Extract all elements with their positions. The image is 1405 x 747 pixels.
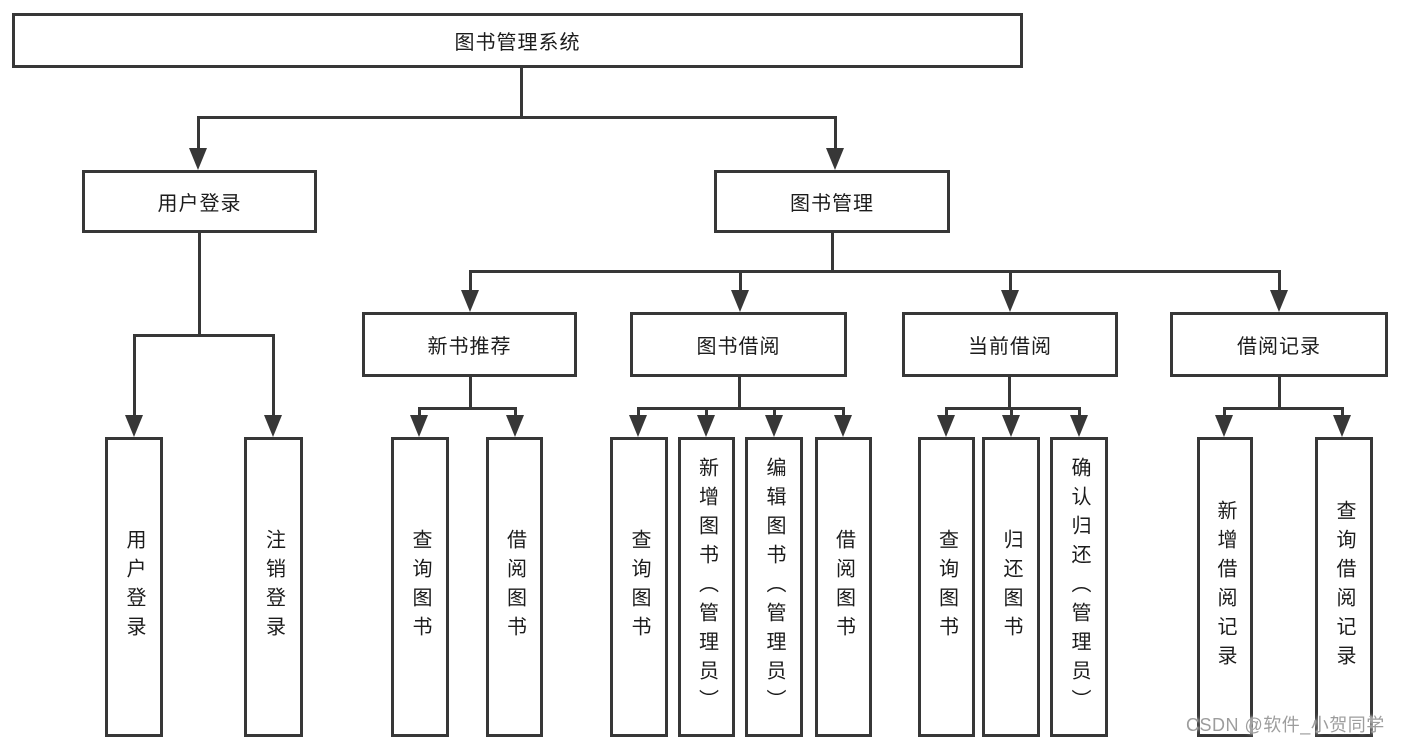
leaf-return-books: 归还图书 xyxy=(982,437,1040,737)
leaf-label: 新增图书（管理员） xyxy=(695,456,718,718)
connector-line xyxy=(1278,377,1281,409)
leaf-label: 确认归还（管理员） xyxy=(1068,456,1090,718)
node-new-book-recommend: 新书推荐 xyxy=(362,312,577,377)
connector-line xyxy=(469,270,1281,273)
node-label: 图书借阅 xyxy=(696,336,781,358)
connector-line xyxy=(133,334,136,419)
arrowhead-down-icon xyxy=(461,290,479,312)
leaf-edit-books-admin: 编辑图书（管理员） xyxy=(745,437,803,737)
node-root-system: 图书管理系统 xyxy=(12,13,1023,68)
connector-line xyxy=(133,334,275,337)
leaf-add-borrow-record: 新增借阅记录 xyxy=(1197,437,1253,737)
connector-line xyxy=(1009,270,1012,294)
connector-line xyxy=(520,68,523,117)
arrowhead-down-icon xyxy=(1333,415,1351,437)
leaf-label: 查询图书 xyxy=(935,529,958,645)
connector-line xyxy=(1008,377,1011,409)
csdn-watermark: CSDN @软件_小贺同学 xyxy=(1186,715,1385,735)
leaf-label: 查询图书 xyxy=(409,529,431,645)
connector-line xyxy=(418,407,517,410)
connector-line xyxy=(1223,407,1344,410)
node-label: 图书管理 xyxy=(790,193,874,215)
leaf-label: 借阅图书 xyxy=(503,529,526,645)
connector-line xyxy=(773,407,776,419)
connector-line xyxy=(834,116,837,150)
leaf-label: 新增借阅记录 xyxy=(1214,500,1236,674)
arrowhead-down-icon xyxy=(1002,415,1020,437)
connector-line xyxy=(198,233,201,336)
connector-line xyxy=(514,407,517,419)
arrowhead-down-icon xyxy=(834,415,852,437)
node-borrowing-records: 借阅记录 xyxy=(1170,312,1388,377)
connector-line xyxy=(1078,407,1081,419)
leaf-borrow-books: 借阅图书 xyxy=(815,437,872,737)
leaf-label: 归还图书 xyxy=(1000,529,1022,645)
arrowhead-down-icon xyxy=(125,415,143,437)
leaf-label: 注销登录 xyxy=(262,529,285,645)
connector-line xyxy=(197,116,200,150)
connector-line xyxy=(469,377,472,409)
node-label: 当前借阅 xyxy=(968,336,1052,358)
connector-line xyxy=(705,407,708,419)
leaf-query-books-recommend: 查询图书 xyxy=(391,437,449,737)
connector-line xyxy=(842,407,845,419)
connector-line xyxy=(469,270,472,294)
leaf-query-books-borrowing: 查询图书 xyxy=(610,437,668,737)
connector-line xyxy=(1010,407,1013,419)
node-user-login: 用户登录 xyxy=(82,170,317,233)
connector-line xyxy=(197,116,836,119)
leaf-label: 查询借阅记录 xyxy=(1333,500,1355,674)
leaf-logout: 注销登录 xyxy=(244,437,303,737)
arrowhead-down-icon xyxy=(697,415,715,437)
arrowhead-down-icon xyxy=(937,415,955,437)
connector-line xyxy=(831,233,834,272)
leaf-confirm-return-admin: 确认归还（管理员） xyxy=(1050,437,1108,737)
connector-line xyxy=(637,407,640,419)
connector-line xyxy=(272,334,275,419)
arrowhead-down-icon xyxy=(1215,415,1233,437)
node-book-management: 图书管理 xyxy=(714,170,950,233)
connector-line xyxy=(945,407,948,419)
connector-line xyxy=(418,407,421,419)
arrowhead-down-icon xyxy=(731,290,749,312)
arrowhead-down-icon xyxy=(826,148,844,170)
leaf-query-borrow-record: 查询借阅记录 xyxy=(1315,437,1373,737)
leaf-label: 用户登录 xyxy=(123,529,145,645)
node-label: 借阅记录 xyxy=(1237,336,1321,358)
leaf-query-books-current: 查询图书 xyxy=(918,437,975,737)
leaf-add-books-admin: 新增图书（管理员） xyxy=(678,437,735,737)
leaf-label: 查询图书 xyxy=(628,529,650,645)
leaf-borrow-books-recommend: 借阅图书 xyxy=(486,437,543,737)
arrowhead-down-icon xyxy=(410,415,428,437)
arrowhead-down-icon xyxy=(189,148,207,170)
arrowhead-down-icon xyxy=(765,415,783,437)
connector-line xyxy=(739,270,742,294)
node-label: 用户登录 xyxy=(157,193,242,215)
node-label: 新书推荐 xyxy=(427,336,512,358)
connector-line xyxy=(738,377,741,409)
connector-line xyxy=(637,407,845,410)
connector-line xyxy=(1278,270,1281,294)
leaf-label: 借阅图书 xyxy=(832,529,855,645)
arrowhead-down-icon xyxy=(1070,415,1088,437)
node-current-borrowing: 当前借阅 xyxy=(902,312,1118,377)
arrowhead-down-icon xyxy=(1270,290,1288,312)
connector-line xyxy=(1341,407,1344,419)
arrowhead-down-icon xyxy=(264,415,282,437)
arrowhead-down-icon xyxy=(506,415,524,437)
arrowhead-down-icon xyxy=(629,415,647,437)
arrowhead-down-icon xyxy=(1001,290,1019,312)
leaf-label: 编辑图书（管理员） xyxy=(763,456,785,718)
node-book-borrowing: 图书借阅 xyxy=(630,312,847,377)
leaf-user-login: 用户登录 xyxy=(105,437,163,737)
connector-line xyxy=(945,407,1081,410)
node-label: 图书管理系统 xyxy=(454,32,581,54)
connector-line xyxy=(1223,407,1226,419)
